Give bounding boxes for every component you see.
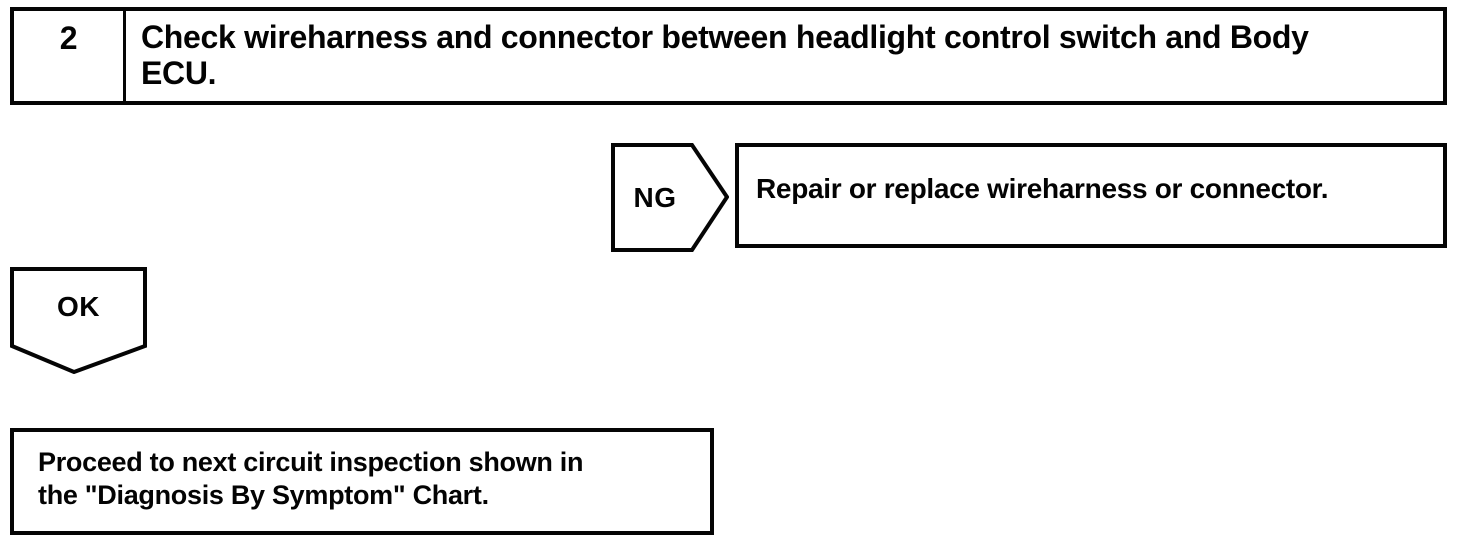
ok-label: OK bbox=[57, 291, 100, 322]
ng-pentagon-icon bbox=[611, 143, 729, 252]
ng-label: NG bbox=[633, 181, 677, 213]
ng-action-box: Repair or replace wireharness or connect… bbox=[735, 143, 1447, 248]
step-box: 2 Check wireharness and connector betwee… bbox=[10, 7, 1447, 105]
ng-connector-shape: NG bbox=[611, 143, 729, 252]
ok-connector-shape: OK bbox=[10, 267, 147, 374]
step-instruction: Check wireharness and connector between … bbox=[141, 19, 1309, 91]
ng-action-text: Repair or replace wireharness or connect… bbox=[756, 172, 1329, 204]
step-number: 2 bbox=[14, 11, 126, 101]
ok-pentagon-icon bbox=[10, 267, 147, 374]
ok-action-box: Proceed to next circuit inspection shown… bbox=[10, 428, 714, 535]
ok-action-text: Proceed to next circuit inspection shown… bbox=[38, 446, 584, 510]
